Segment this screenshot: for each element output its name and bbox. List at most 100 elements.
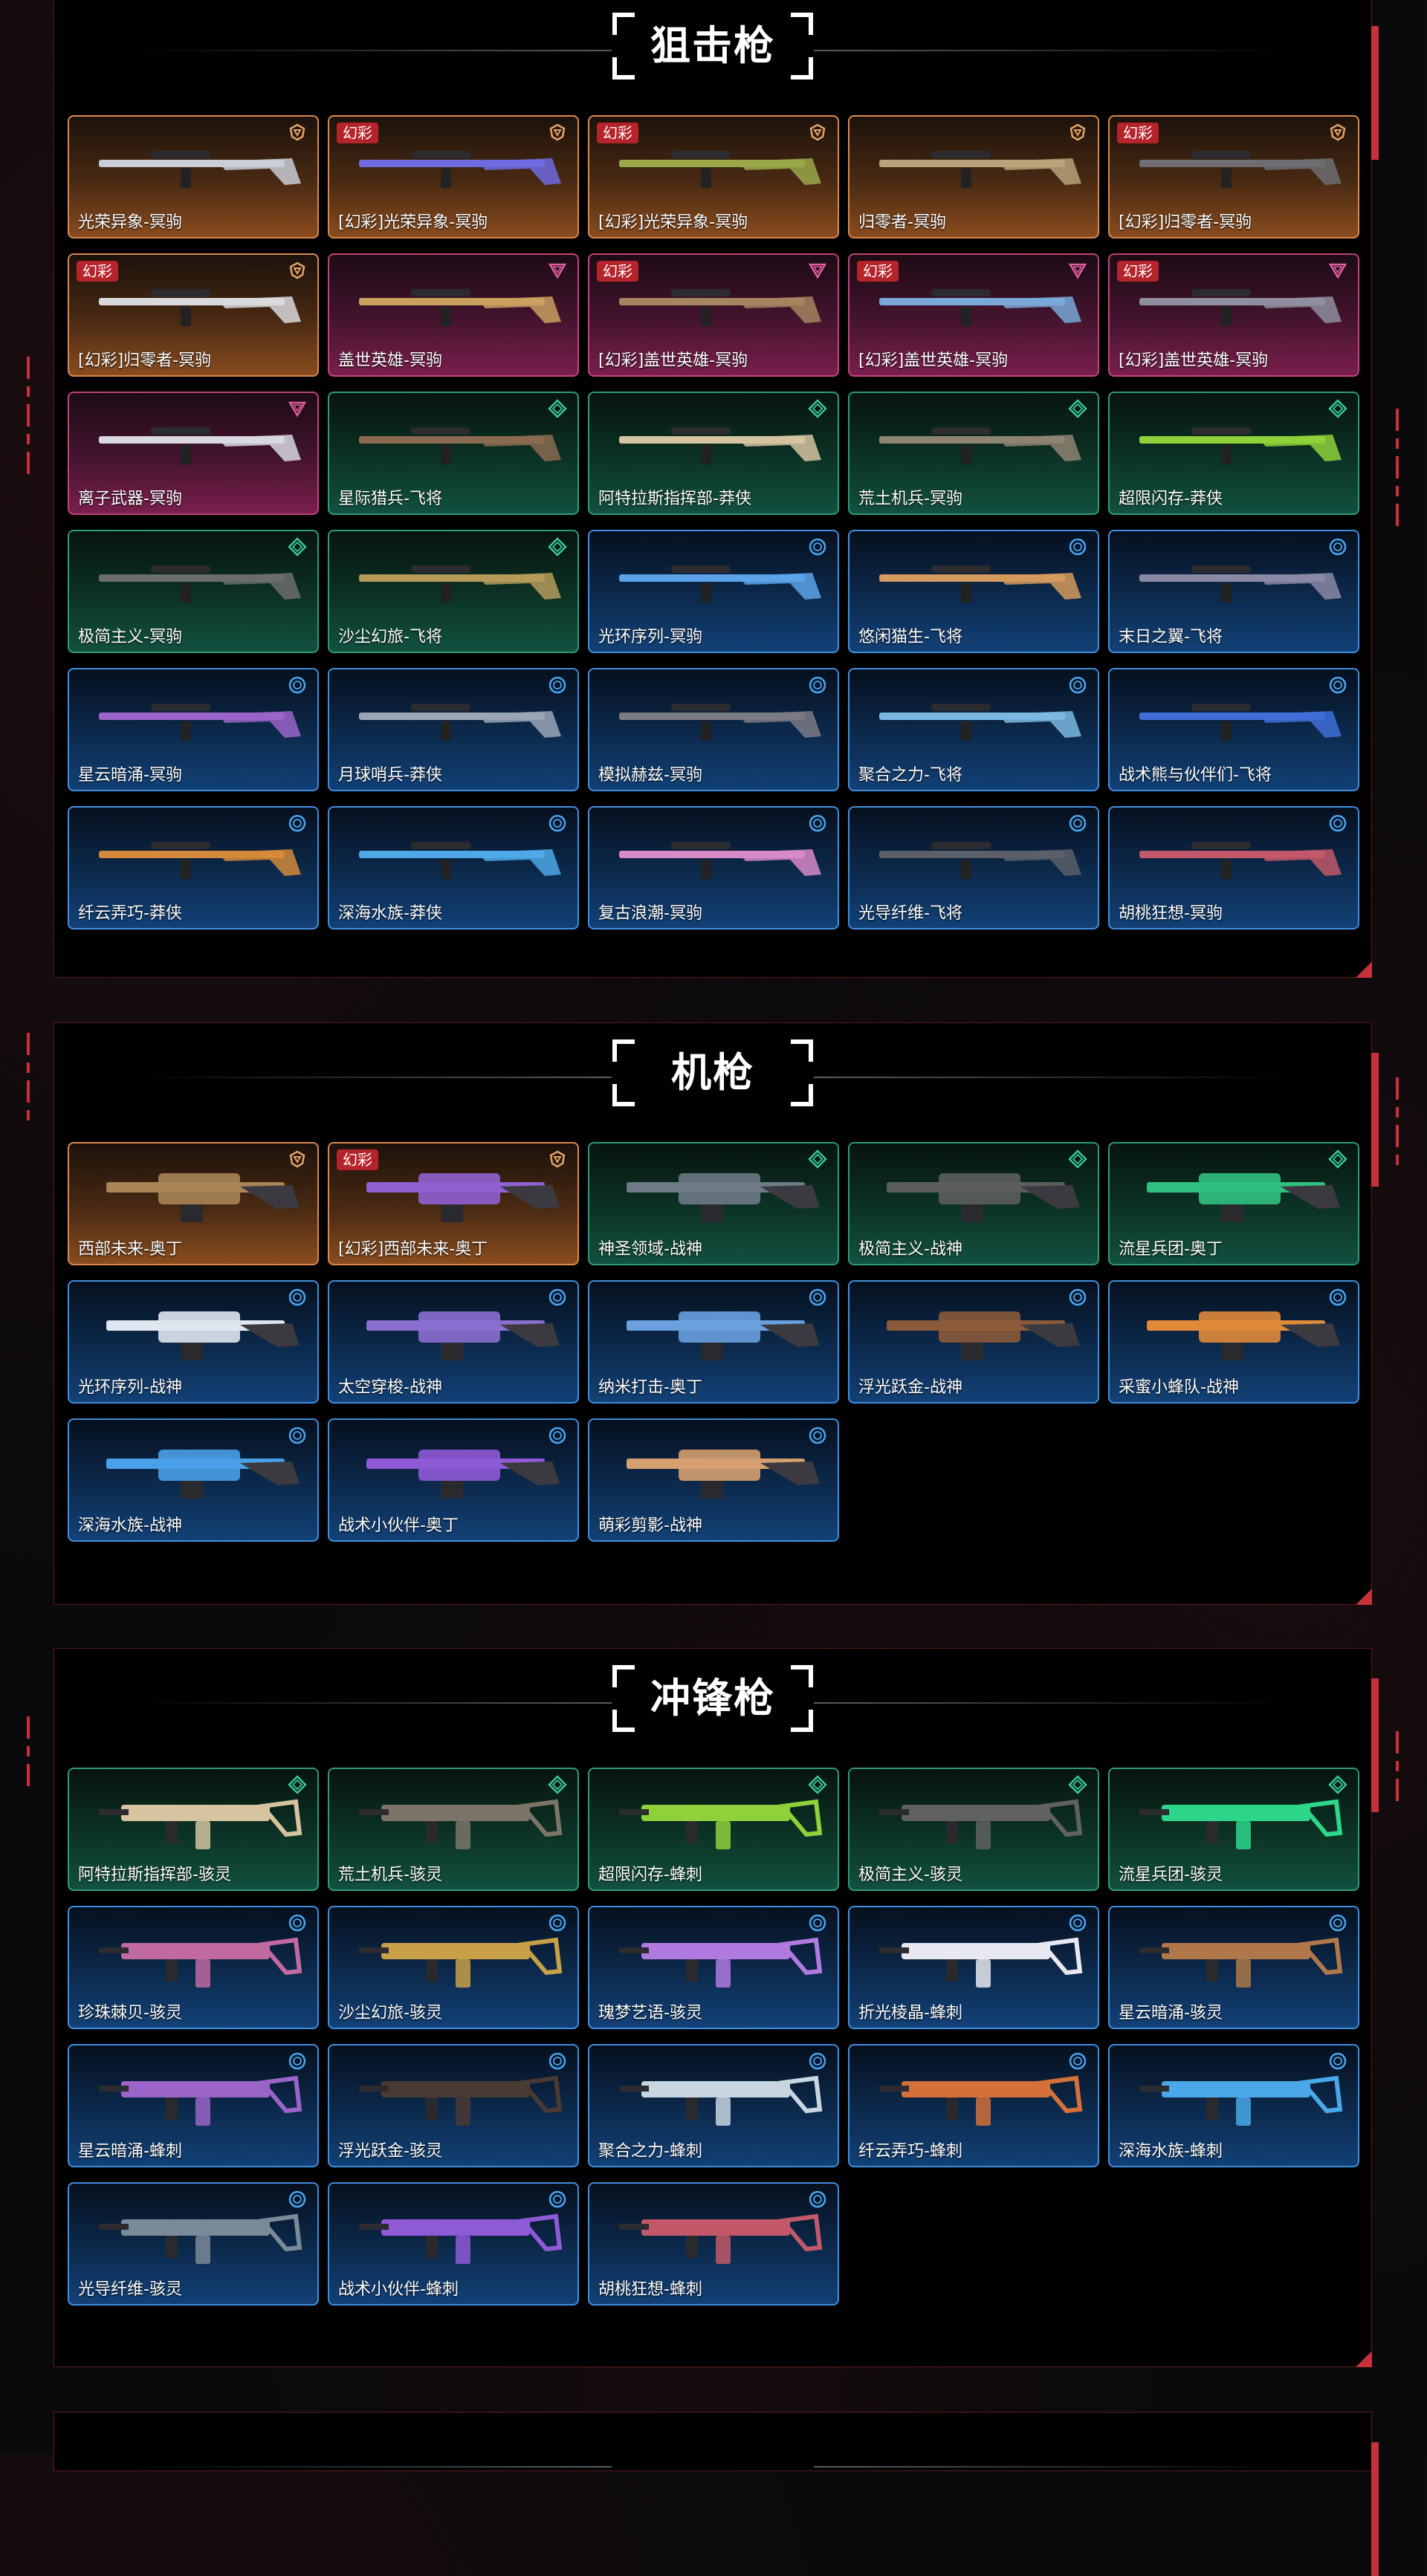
skin-card[interactable]: 纤云弄巧-蜂刺 bbox=[848, 2044, 1099, 2167]
skin-card[interactable]: 极简主义-冥驹 bbox=[68, 530, 319, 653]
skin-card[interactable]: 深海水族-战神 bbox=[68, 1418, 319, 1542]
weapon-image bbox=[619, 2213, 823, 2264]
skin-card[interactable]: 月球哨兵-莽侠 bbox=[328, 668, 579, 791]
skin-card[interactable]: 幻彩[幻彩]归零者-冥驹 bbox=[1108, 115, 1359, 239]
weapon-image bbox=[359, 151, 561, 188]
skin-card[interactable]: 幻彩[幻彩]盖世英雄-冥驹 bbox=[588, 253, 839, 377]
skin-card[interactable]: 深海水族-莽侠 bbox=[328, 806, 579, 929]
skin-card[interactable]: 星云暗涌-骇灵 bbox=[1108, 1906, 1359, 2029]
blue-tier-icon bbox=[1329, 676, 1347, 694]
weapon-image bbox=[619, 2075, 823, 2126]
skin-card[interactable]: 幻彩[幻彩]光荣异象-冥驹 bbox=[328, 115, 579, 239]
skin-name: 星云暗涌-骇灵 bbox=[1119, 2004, 1223, 2022]
skin-card[interactable]: 战术熊与伙伴们-飞将 bbox=[1108, 668, 1359, 791]
skin-card[interactable]: 光环序列-冥驹 bbox=[588, 530, 839, 653]
skin-card[interactable]: 流星兵团-骇灵 bbox=[1108, 1768, 1359, 1891]
weapon-image bbox=[879, 1937, 1083, 1988]
skin-card[interactable]: 星际猎兵-飞将 bbox=[328, 392, 579, 515]
green-tier-icon bbox=[1328, 399, 1347, 418]
skin-card[interactable]: 胡桃狂想-冥驹 bbox=[1108, 806, 1359, 929]
skin-card[interactable]: 末日之翼-飞将 bbox=[1108, 530, 1359, 653]
skin-card[interactable]: 荒土机兵-骇灵 bbox=[328, 1768, 579, 1891]
skin-card[interactable]: 战术小伙伴-奥丁 bbox=[328, 1418, 579, 1542]
blue-tier-icon bbox=[288, 1427, 306, 1444]
blue-tier-icon bbox=[549, 2190, 566, 2208]
skin-name: 采蜜小蜂队-战神 bbox=[1119, 1378, 1239, 1397]
skin-card[interactable]: 幻彩 [幻彩]盖世英雄-冥驹 bbox=[848, 253, 1099, 377]
skin-card[interactable]: 太空穿梭-战神 bbox=[328, 1280, 579, 1404]
skin-card[interactable]: 纳米打击-奥丁 bbox=[588, 1280, 839, 1404]
skin-card[interactable]: 采蜜小蜂队-战神 bbox=[1108, 1280, 1359, 1404]
skin-card[interactable]: 星云暗涌-冥驹 bbox=[68, 668, 319, 791]
skin-card[interactable]: 萌彩剪影-战神 bbox=[588, 1418, 839, 1542]
weapon-image bbox=[879, 842, 1081, 879]
pink-tier-icon bbox=[288, 401, 307, 418]
skin-card[interactable]: 珍珠棘贝-骇灵 bbox=[68, 1906, 319, 2029]
skin-card[interactable]: 模拟赫兹-冥驹 bbox=[588, 668, 839, 791]
skin-name: 深海水族-莽侠 bbox=[338, 904, 442, 923]
skin-card[interactable]: 聚合之力-蜂刺 bbox=[588, 2044, 839, 2167]
rainbow-tag: 幻彩 bbox=[1117, 261, 1159, 282]
section-title: 冲锋枪 bbox=[612, 1665, 813, 1732]
skin-card[interactable]: 极简主义-骇灵 bbox=[848, 1768, 1099, 1891]
skin-card[interactable]: 阿特拉斯指挥部-莽侠 bbox=[588, 392, 839, 515]
skin-card[interactable]: 离子武器-冥驹 bbox=[68, 392, 319, 515]
skin-card[interactable]: 幻彩[幻彩]归零者-冥驹 bbox=[68, 253, 319, 377]
skin-name: 复古浪潮-冥驹 bbox=[598, 904, 702, 923]
weapon-image bbox=[627, 1173, 820, 1222]
skin-card[interactable]: 幻彩[幻彩]西部未来-奥丁 bbox=[328, 1142, 579, 1265]
blue-tier-icon bbox=[809, 2052, 826, 2070]
skin-card[interactable]: 光导纤维-飞将 bbox=[848, 806, 1099, 929]
green-tier-icon bbox=[808, 1149, 827, 1169]
skin-name: 萌彩剪影-战神 bbox=[598, 1516, 702, 1535]
skin-card[interactable]: 沙尘幻旅-骇灵 bbox=[328, 1906, 579, 2029]
skin-card[interactable]: 纤云弄巧-莽侠 bbox=[68, 806, 319, 929]
right-decoration bbox=[1396, 1070, 1400, 1172]
skin-card[interactable]: 胡桃狂想-蜂刺 bbox=[588, 2182, 839, 2306]
skin-card[interactable]: 归零者-冥驹 bbox=[848, 115, 1099, 239]
skin-card[interactable]: 荒土机兵-冥驹 bbox=[848, 392, 1099, 515]
skin-card[interactable]: 折光棱晶-蜂刺 bbox=[848, 1906, 1099, 2029]
skin-card[interactable]: 超限闪存-莽侠 bbox=[1108, 392, 1359, 515]
skin-card[interactable]: 幻彩[幻彩]盖世英雄-冥驹 bbox=[1108, 253, 1359, 377]
skin-card[interactable]: 阿特拉斯指挥部-骇灵 bbox=[68, 1768, 319, 1891]
rainbow-tag: 幻彩 bbox=[857, 261, 899, 282]
skin-card[interactable]: 浮光跃金-战神 bbox=[848, 1280, 1099, 1404]
skin-name: 归零者-冥驹 bbox=[858, 213, 946, 232]
skin-card[interactable]: 西部未来-奥丁 bbox=[68, 1142, 319, 1265]
blue-tier-icon bbox=[288, 814, 306, 832]
skin-card[interactable]: 聚合之力-飞将 bbox=[848, 668, 1099, 791]
skin-card[interactable]: 幻彩[幻彩]光荣异象-冥驹 bbox=[588, 115, 839, 239]
weapon-image bbox=[619, 1937, 823, 1988]
skin-card[interactable]: 星云暗涌-蜂刺 bbox=[68, 2044, 319, 2167]
skin-card[interactable]: 悠闲猫生-飞将 bbox=[848, 530, 1099, 653]
skin-card[interactable]: 浮光跃金-骇灵 bbox=[328, 2044, 579, 2167]
skin-card[interactable]: 盖世英雄-冥驹 bbox=[328, 253, 579, 377]
skin-name: 末日之翼-飞将 bbox=[1119, 628, 1223, 646]
skin-card[interactable]: 光导纤维-骇灵 bbox=[68, 2182, 319, 2306]
skin-card[interactable]: 沙尘幻旅-飞将 bbox=[328, 530, 579, 653]
skin-grid: 光荣异象-冥驹幻彩[幻彩]光荣异象-冥驹幻彩[幻彩]光荣异象-冥驹归零者-冥驹幻… bbox=[68, 115, 1359, 929]
skin-name: 沙尘幻旅-飞将 bbox=[338, 628, 442, 646]
skin-card[interactable]: 战术小伙伴-蜂刺 bbox=[328, 2182, 579, 2306]
skin-card[interactable]: 光环序列-战神 bbox=[68, 1280, 319, 1404]
skin-name: [幻彩]盖世英雄-冥驹 bbox=[858, 351, 1009, 370]
skin-card[interactable]: 超限闪存-蜂刺 bbox=[588, 1768, 839, 1891]
weapon-image bbox=[879, 565, 1081, 603]
skin-card[interactable]: 光荣异象-冥驹 bbox=[68, 115, 319, 239]
skin-card[interactable]: 深海水族-蜂刺 bbox=[1108, 2044, 1359, 2167]
weapon-image bbox=[619, 427, 821, 464]
blue-tier-icon bbox=[809, 1288, 826, 1306]
weapon-image bbox=[879, 151, 1081, 188]
skin-name: 星云暗涌-蜂刺 bbox=[78, 2142, 182, 2161]
weapon-image bbox=[106, 1311, 300, 1360]
weapon-image bbox=[99, 2075, 302, 2126]
green-tier-icon bbox=[548, 1775, 567, 1794]
skin-card[interactable]: 流星兵团-奥丁 bbox=[1108, 1142, 1359, 1265]
skin-card[interactable]: 瑰梦艺语-骇灵 bbox=[588, 1906, 839, 2029]
blue-tier-icon bbox=[809, 538, 826, 556]
skin-card[interactable]: 极简主义-战神 bbox=[848, 1142, 1099, 1265]
skin-card[interactable]: 复古浪潮-冥驹 bbox=[588, 806, 839, 929]
skin-card[interactable]: 神圣领域-战神 bbox=[588, 1142, 839, 1265]
weapon-image bbox=[99, 1799, 302, 1849]
